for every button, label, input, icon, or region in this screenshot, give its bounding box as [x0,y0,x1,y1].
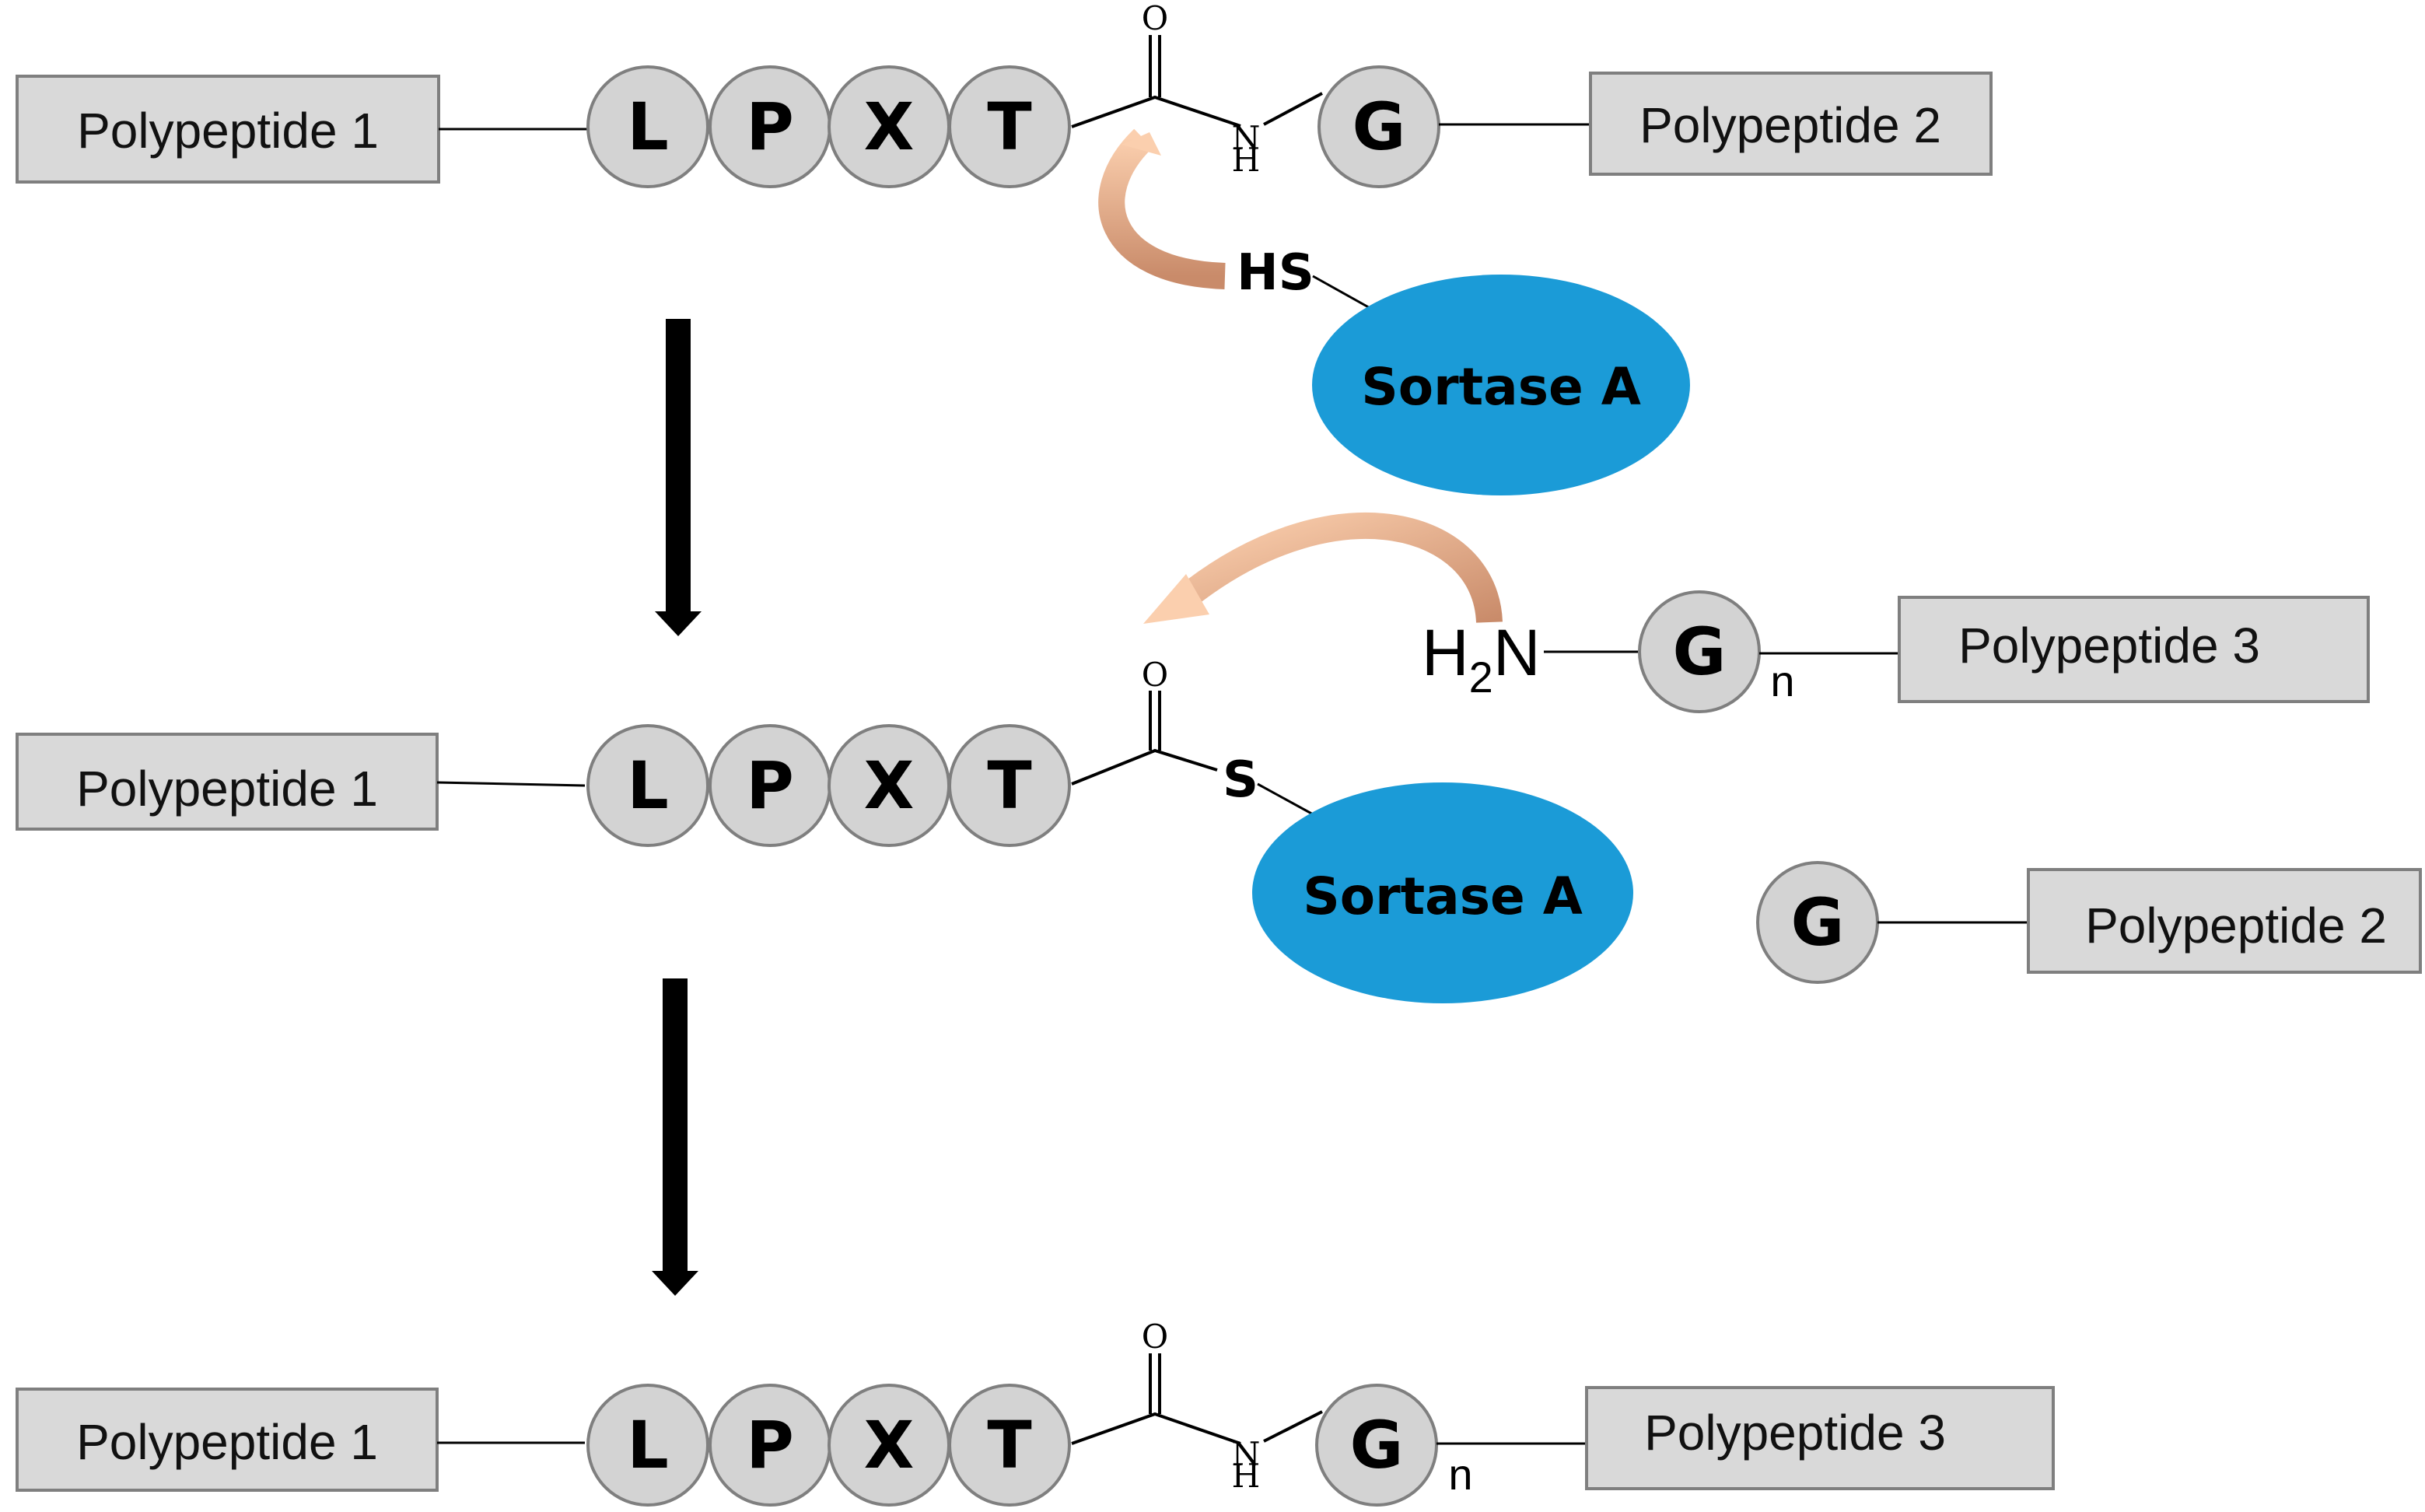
residue-g-label: G [1673,614,1727,690]
residue-x-label: X [864,89,915,165]
polypeptide-2-label: Polypeptide 2 [2085,898,2387,954]
residue-l [586,1384,709,1507]
reaction-arrow-1 [655,319,702,636]
residue-g [1317,65,1440,188]
thiol-bond [1312,275,1373,311]
sortase-a-ellipse [1312,275,1690,495]
amide-nitrogen: N [1232,1435,1261,1473]
residue-l-label: L [627,747,669,824]
amide-hydrogen: H [1232,1457,1261,1495]
linker-line [436,781,586,787]
polypeptide-2-label: Polypeptide 2 [1639,97,1941,153]
lpxt-motif: L P X T [586,1384,1071,1507]
sortase-a-ellipse [1252,782,1633,1003]
polypeptide-1-box [16,1388,439,1492]
residue-p-label: P [746,747,794,824]
released-polypeptide-2: G Polypeptide 2 [1756,861,2422,984]
polypeptide-1-label: Polypeptide 1 [77,103,379,159]
thioester-bond: O S [1071,656,1315,817]
polypeptide-3-box [1898,596,2370,703]
residue-l-label: L [627,89,669,165]
arrow-shaft [666,319,691,614]
amide-backbone [1071,1412,1241,1445]
residue-t [948,65,1071,188]
arrow-shaft [663,978,688,1274]
polypeptide-1-box [16,75,440,184]
residue-p-label: P [746,89,794,165]
sortase-a-free: HS Sortase A [1098,128,1690,495]
residue-g-label: G [1791,884,1845,961]
residue-t-label: T [987,1407,1031,1483]
sortase-a-label: Sortase A [1361,357,1641,417]
polypeptide-1-label: Polypeptide 1 [76,1414,378,1470]
residue-x-label: X [864,1407,915,1483]
reaction-arrow-2 [652,978,698,1296]
arrow-head [655,611,702,636]
residue-p-label: P [746,1407,794,1483]
amine-h: H [1422,616,1469,689]
residue-t [948,1384,1071,1507]
repeat-n-label: n [1448,1450,1472,1499]
polypeptide-3-label: Polypeptide 3 [1958,618,2260,674]
polypeptide-1-box [16,733,439,831]
amide-backbone [1071,95,1241,128]
lpxt-motif: L P X T [586,724,1071,847]
amine-n: N [1493,616,1541,689]
residue-t-label: T [987,747,1031,824]
residue-l [586,724,709,847]
residue-g [1638,590,1761,713]
residue-x-label: X [864,747,915,824]
arrowhead [1143,574,1209,624]
row-2-intermediate: Polypeptide 1 L P X T O S Sortase A [16,656,1633,1003]
row-3-product: Polypeptide 1 L P X T O N H G n Polypept… [16,1318,2055,1507]
sulfur-enzyme-bond [1257,782,1315,817]
residue-l-label: L [627,1407,669,1483]
residue-g-label: G [1350,1407,1404,1483]
amide-hydrogen: H [1232,141,1261,179]
row-1-substrate: Polypeptide 1 L P X T O N H G Polypeptid… [16,0,1993,188]
residue-g [1315,1384,1438,1507]
arrow-head [652,1271,698,1296]
nucleophilic-attack-arrow [1098,128,1226,289]
arrowhead [1122,132,1161,156]
aminolysis-arrow [1185,513,1503,624]
amide-to-gly [1263,92,1323,126]
amine-group: H2N [1422,616,1541,702]
repeat-n-label: n [1770,656,1794,705]
residue-l [586,65,709,188]
polypeptide-1-label: Polypeptide 1 [76,761,378,817]
polypeptide-2-box [1589,72,1993,176]
sortase-a-label: Sortase A [1303,866,1583,926]
carbonyl-oxygen: O [1142,1318,1168,1356]
amine-subscript: 2 [1469,653,1493,702]
carbonyl-oxygen: O [1142,0,1168,37]
polypeptide-3-label: Polypeptide 3 [1644,1405,1946,1461]
polypeptide-2-box [2027,868,2422,974]
residue-t [948,724,1071,847]
carbonyl-oxygen: O [1142,656,1168,694]
thiol-label: HS [1237,244,1314,302]
nucleophile-polypeptide-3: H2N G n Polypeptide 3 [1143,513,2370,713]
amide-nitrogen: N [1232,119,1261,157]
thioester-backbone [1071,748,1218,786]
amide-to-gly [1263,1410,1323,1443]
lpxt-motif: L P X T [586,65,1071,188]
residue-t-label: T [987,89,1031,165]
polypeptide-3-box [1585,1386,2055,1490]
thioester-sulfur: S [1223,751,1258,809]
residue-g-label: G [1352,89,1406,165]
amide-bond: O N H [1071,1318,1323,1495]
amide-bond: O N H [1071,0,1323,179]
